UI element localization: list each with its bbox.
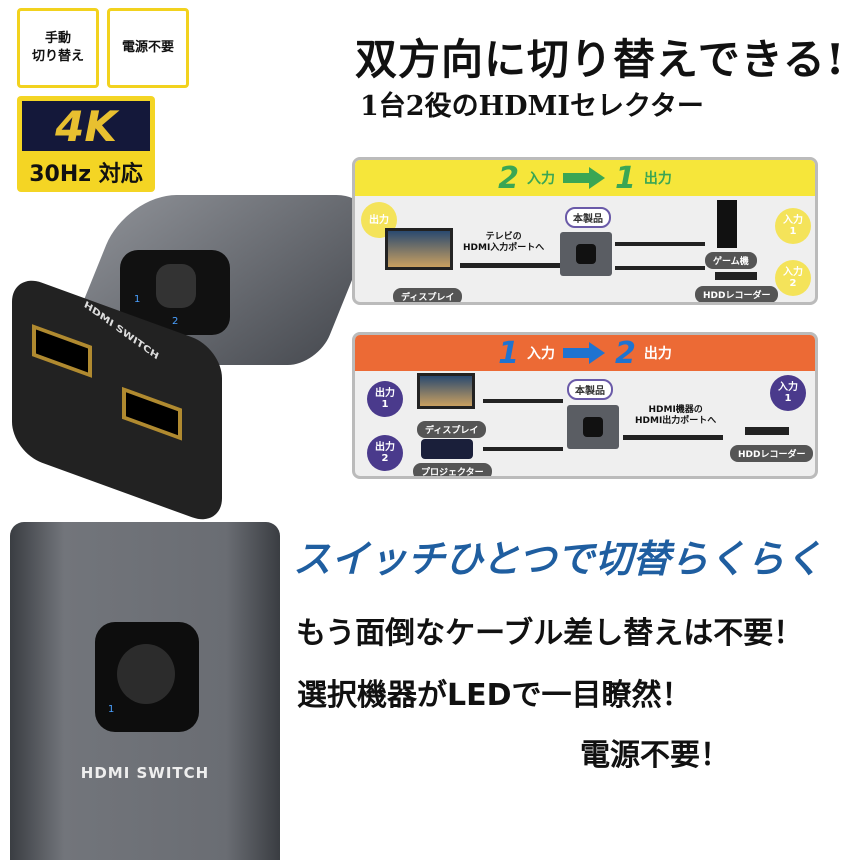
switch-icon (567, 405, 619, 449)
recorder-label: HDDレコーダー (730, 445, 814, 462)
num: 1 (498, 335, 519, 371)
output-badge-2: 出力 2 (367, 435, 403, 471)
switch-panel: 1 (95, 622, 199, 732)
product-tag: 本製品 (565, 207, 611, 228)
input-badge-1: 入力 1 (775, 208, 811, 244)
recorder-icon (715, 272, 757, 280)
diagram1-header: 2 入力 1 出力 (355, 160, 815, 196)
product-tag: 本製品 (567, 379, 613, 400)
product-photo-angle: 1 2 HDMI SWITCH (12, 195, 387, 529)
feature-heading: スイッチひとつで切替らくらく (293, 537, 823, 581)
diagram-2in-1out: 2 入力 1 出力 出力 ディスプレイ テレビの HDMI入力ポートへ 本製品 ゲー… (352, 157, 818, 305)
recorder-label: HDDレコーダー (695, 286, 779, 302)
feature-line-2: 選択機器がLEDで一目瞭然！ (297, 678, 692, 713)
headline-subtitle: 1台2役のHDMIセレクター (360, 91, 704, 122)
headline-title: 双方向に切り替えできる! (355, 35, 846, 84)
arrow-right-icon (563, 167, 607, 189)
projector-icon (421, 439, 473, 459)
hdmi-cable (623, 435, 723, 440)
hdmi-port (32, 324, 92, 378)
label: 入力 (527, 346, 555, 362)
4k-label: 4K (22, 101, 150, 151)
30hz-label: 30Hz 対応 (29, 162, 143, 187)
recorder-icon (745, 427, 789, 435)
feature-line-3: 電源不要！ (580, 738, 730, 773)
4k-badge: 4K 30Hz 対応 (17, 96, 155, 192)
num: 2 (615, 335, 636, 371)
led-2: 2 (172, 316, 179, 327)
hdmi-cable (483, 447, 563, 451)
diagram-1in-2out: 1 入力 2 出力 出力 1 出力 2 ディスプレイ プロジェクター 本製品 HDM… (352, 332, 818, 479)
input-badge: 入力 1 (770, 375, 806, 411)
hdmi-cable (483, 399, 563, 403)
game-console-icon (717, 200, 737, 248)
switch-button (117, 644, 175, 704)
diagram2-header: 1 入力 2 出力 (355, 335, 815, 371)
num: 2 (498, 160, 519, 196)
display-icon (385, 228, 453, 270)
num: 1 (615, 160, 636, 196)
arrow-right-icon (563, 342, 607, 364)
label: 出力 (643, 171, 672, 187)
hdmi-port (122, 386, 182, 441)
hdmi-cable (460, 263, 560, 268)
projector-label: プロジェクター (413, 463, 492, 476)
label: 入力 (527, 171, 555, 187)
led-1: 1 (134, 294, 141, 305)
switch-icon (560, 232, 612, 276)
display-label: ディスプレイ (393, 288, 463, 302)
feature-line-1: もう面倒なケーブル差し替えは不要！ (296, 616, 804, 651)
game-label: ゲーム機 (705, 252, 757, 269)
product-photo-front: 1 HDMI SWITCH (10, 522, 280, 860)
input-badge-2: 入力 2 (775, 260, 811, 296)
output-badge-1: 出力 1 (367, 381, 403, 417)
no-power-badge: 電源不要 (107, 8, 189, 88)
switch-button (156, 264, 196, 308)
hdmi-cable (615, 242, 705, 246)
display-icon (417, 373, 475, 409)
display-label: ディスプレイ (417, 421, 487, 438)
hdmi-cable (615, 266, 705, 270)
led-1: 1 (108, 704, 115, 715)
label: 出力 (643, 346, 672, 362)
cable-note: HDMI機器の HDMI出力ポートへ (635, 405, 717, 426)
manual-switch-badge: 手動 切り替え (17, 8, 99, 88)
cable-note: テレビの HDMI入力ポートへ (463, 232, 545, 253)
product-label: HDMI SWITCH (80, 764, 210, 782)
